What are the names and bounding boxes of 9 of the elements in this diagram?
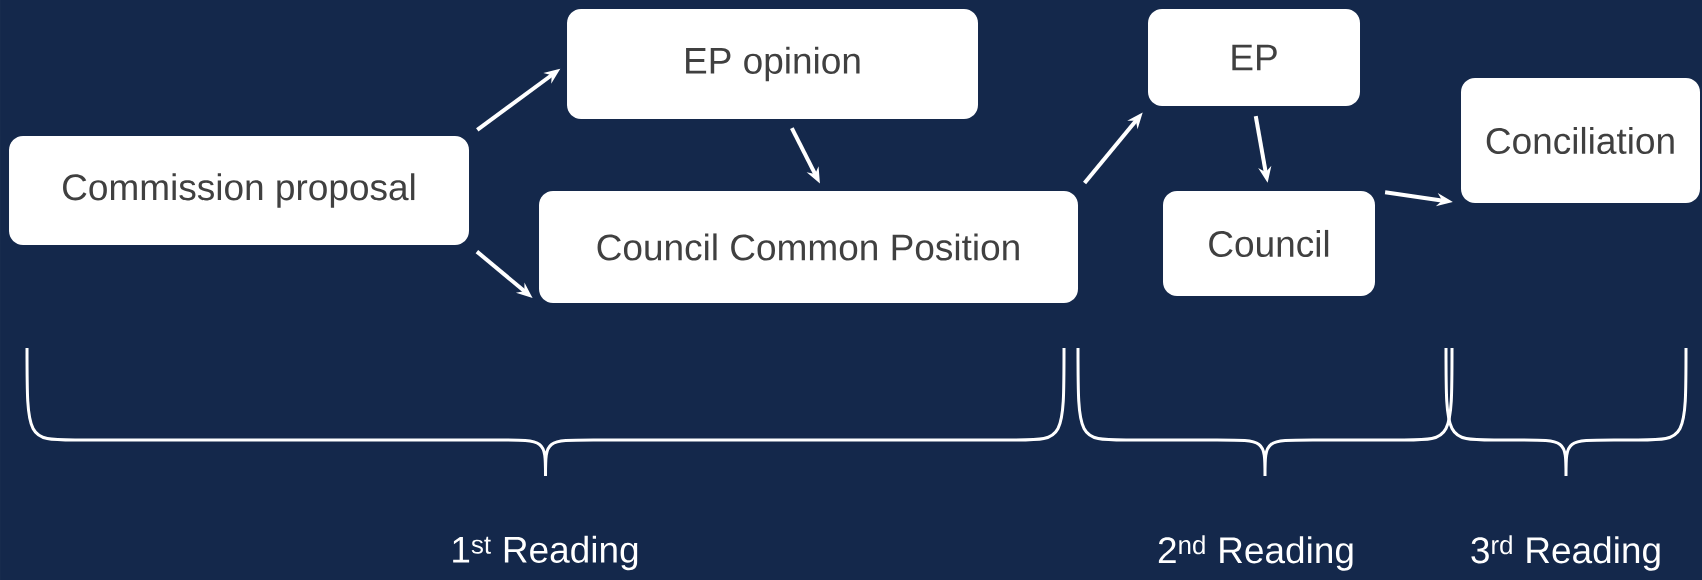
process-box: EP opinion	[567, 9, 978, 119]
reading-label: 3$^{rd}$ Reading	[1471, 535, 1660, 571]
process-box: Council Common Position	[539, 191, 1078, 303]
process-box: EP	[1148, 9, 1360, 106]
process-box: Conciliation	[1461, 78, 1700, 203]
process-box: Council	[1163, 191, 1375, 296]
reading-label: 1$^{st}$ Reading	[453, 535, 638, 571]
process-box: Commission proposal	[9, 136, 469, 245]
reading-label: 2$^{nd}$ Reading	[1158, 535, 1353, 571]
